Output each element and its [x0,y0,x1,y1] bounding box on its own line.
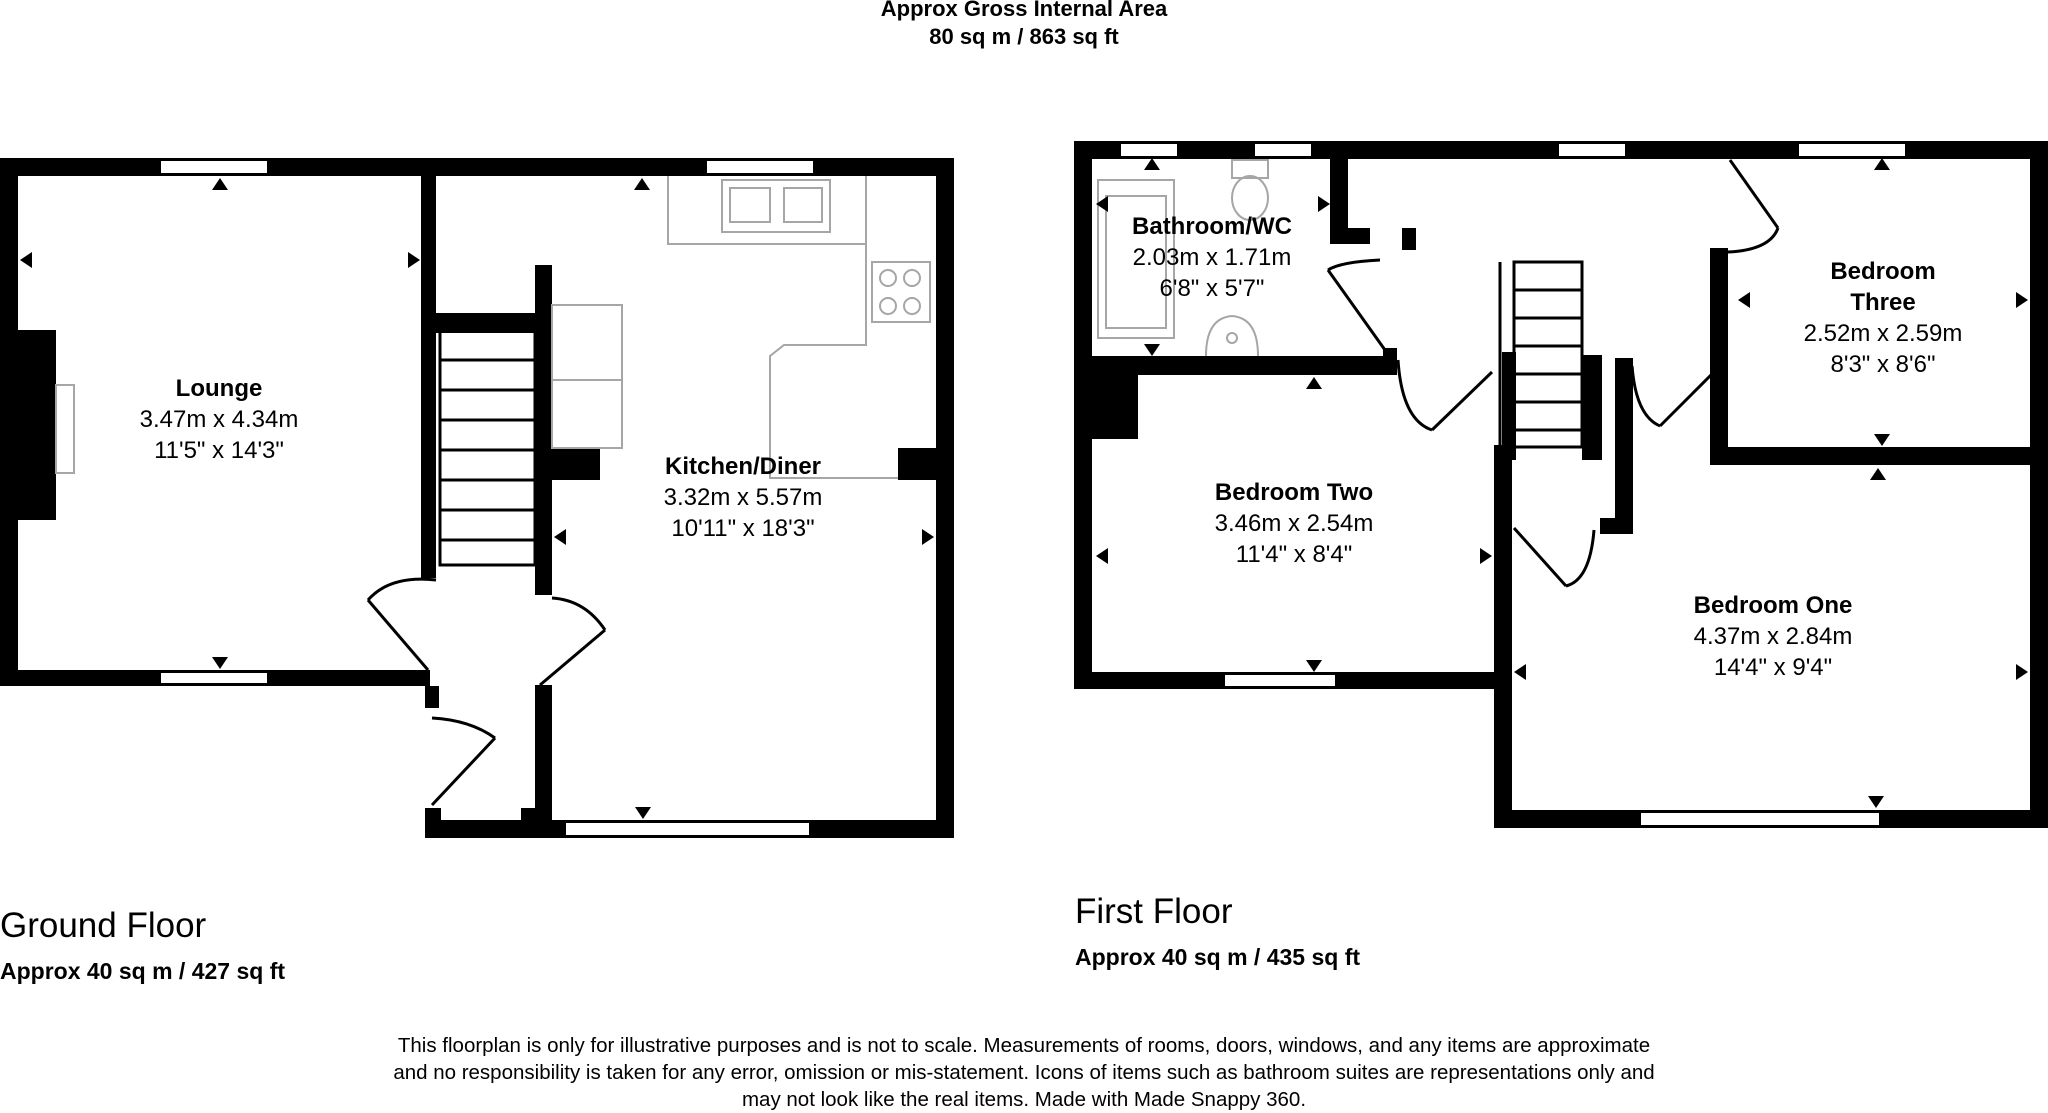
stair-wall [1582,355,1602,460]
fireplace-hearth [55,384,75,474]
room-metric: 3.32m x 5.57m [663,484,823,511]
room-name: Bedroom One [1693,592,1853,619]
ground-floor-plan [0,158,954,838]
first-floor-label: First Floor [1075,892,1233,931]
room-metric: 4.37m x 2.84m [1693,623,1853,650]
room-name: Kitchen/Diner [664,453,822,480]
bathroom-fittings [1097,159,1269,357]
first-floor-windows [1119,142,1907,827]
stair-wall-left [1502,352,1516,460]
room-imperial: 6'8" x 5'7" [1159,275,1265,302]
room-metric: 2.52m x 2.59m [1803,320,1963,347]
kitchen-fittings [551,176,931,479]
room-name: Bedroom Two [1214,479,1374,506]
room-name: Bedroom Three [1830,258,1936,316]
room-imperial: 14'4" x 9'4" [1713,654,1833,681]
first-floor-plan [1074,141,2048,828]
room-metric: 2.03m x 1.71m [1132,244,1292,271]
ground-floor-label: Ground Floor [0,906,207,945]
disclaimer-line-1: This floorplan is only for illustrative … [397,1034,1651,1057]
disclaimer-line-3: may not look like the real items. Made w… [741,1088,1307,1111]
room-imperial: 11'5" x 14'3" [154,437,284,464]
first-floor-area: Approx 40 sq m / 435 sq ft [1075,944,1361,970]
first-floor-walls [1074,141,2048,828]
room-bedroom-two: Bedroom Two 3.46m x 2.54m 11'4" x 8'4" [1215,477,1374,570]
room-kitchen-diner: Kitchen/Diner 3.32m x 5.57m 10'11" x 18'… [664,451,823,544]
room-name: Lounge [175,375,263,402]
room-lounge: Lounge 3.47m x 4.34m 11'5" x 14'3" [140,373,299,466]
ground-floor-windows [159,159,815,837]
room-name: Bathroom/WC [1132,213,1292,240]
room-bedroom-one: Bedroom One 4.37m x 2.84m 14'4" x 9'4" [1694,590,1853,683]
room-imperial: 8'3" x 8'6" [1830,351,1936,378]
ground-floor-doors [366,577,607,807]
ground-floor-arrows [20,178,934,819]
disclaimer: This floorplan is only for illustrative … [314,1032,1734,1113]
disclaimer-line-2: and no responsibility is taken for any e… [393,1061,1655,1084]
room-bathroom-wc: Bathroom/WC 2.03m x 1.71m 6'8" x 5'7" [1132,211,1292,304]
first-floor-stairs [1498,260,1584,460]
ground-floor-stairs [438,328,537,567]
first-floor-doors [1326,159,1780,588]
ground-floor-area: Approx 40 sq m / 427 sq ft [0,958,286,984]
room-imperial: 10'11" x 18'3" [671,515,815,542]
first-floor-arrows [1096,158,2028,808]
room-bedroom-three: Bedroom Three 2.52m x 2.59m 8'3" x 8'6" [1801,256,1966,380]
room-metric: 3.47m x 4.34m [139,406,299,433]
room-imperial: 11'4" x 8'4" [1235,541,1353,568]
gross-area-value: 80 sq m / 863 sq ft [929,24,1119,49]
gross-area-title: Approx Gross Internal Area [880,0,1168,21]
room-metric: 3.46m x 2.54m [1214,510,1374,537]
